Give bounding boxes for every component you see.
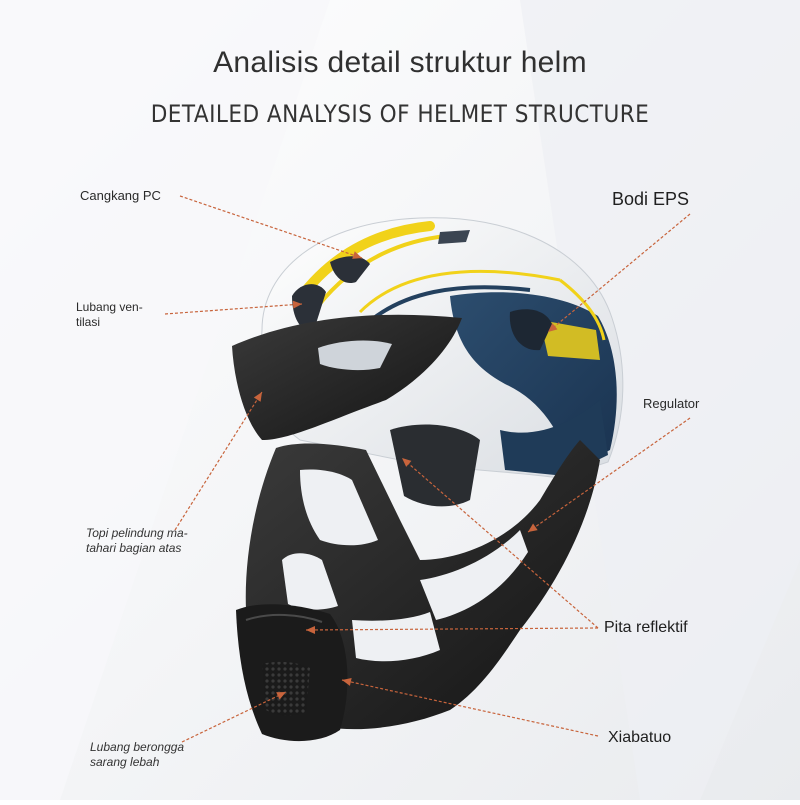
helmet-visor-window (318, 340, 392, 371)
helmet-yellow-stripe (559, 278, 606, 341)
leader-chin-guard-arrowhead (342, 678, 352, 686)
leader-visor-arrowhead (253, 392, 262, 402)
leader-pc-shell-arrowhead (352, 251, 362, 259)
leader-chin-guard (341, 679, 599, 737)
background-shape (520, 0, 800, 800)
label-eps-body: Bodi EPS (612, 189, 690, 209)
leader-eps-body (547, 213, 691, 333)
chin-bar-opening (420, 530, 528, 620)
label-reflective-strip: Pita reflektif (604, 619, 688, 636)
leader-reflective-arrowhead (306, 625, 316, 634)
leader-reflective (305, 627, 599, 631)
leader-vent-holes-arrowhead (292, 300, 302, 309)
chin-guard-honeycomb (262, 661, 310, 716)
leader-pc-shell (179, 195, 363, 259)
helmet-yellow-stripe (358, 269, 561, 314)
helmet-vent (292, 284, 326, 331)
leader-lines (164, 195, 691, 743)
page-title: Analisis detail struktur helm (213, 46, 587, 79)
label-regulator: Regulator (643, 396, 700, 411)
label-visor: Topi pelindung ma- tahari bagian atas (86, 526, 188, 555)
label-vent-holes: Lubang ven- tilasi (76, 300, 143, 329)
label-chin-guard: Xiabatuo (608, 729, 672, 746)
label-honeycomb-vents: Lubang berongga sarang lebah (90, 740, 185, 769)
helmet-vent (438, 230, 470, 244)
label-pc-shell: Cangkang PC (80, 188, 161, 203)
leader-honeycomb (181, 691, 287, 743)
helmet-visor (232, 314, 462, 440)
leader-arrowheads (253, 251, 558, 700)
background-shape (0, 0, 330, 800)
helmet-vent (509, 309, 552, 351)
helmet-inner-padding (390, 424, 480, 507)
chin-bar-opening (352, 612, 440, 662)
leader-regulator-arrowhead (528, 523, 538, 532)
helmet-vent (330, 256, 370, 284)
leader-eps-body-arrowhead (548, 323, 558, 332)
leader-inner-pad (401, 457, 599, 629)
leader-regulator (527, 417, 691, 533)
leader-honeycomb-arrowhead (276, 692, 286, 700)
page-subtitle: DETAILED ANALYSIS OF HELMET STRUCTURE (150, 100, 650, 128)
chin-bar-opening (300, 469, 378, 546)
helmet-yellow-stripe (316, 234, 447, 308)
chin-bar-opening (282, 553, 338, 610)
leader-vent-holes (164, 303, 303, 315)
chin-guard-highlight (245, 613, 323, 623)
leader-visor (174, 391, 263, 531)
leader-inner-pad-arrowhead (402, 458, 412, 467)
